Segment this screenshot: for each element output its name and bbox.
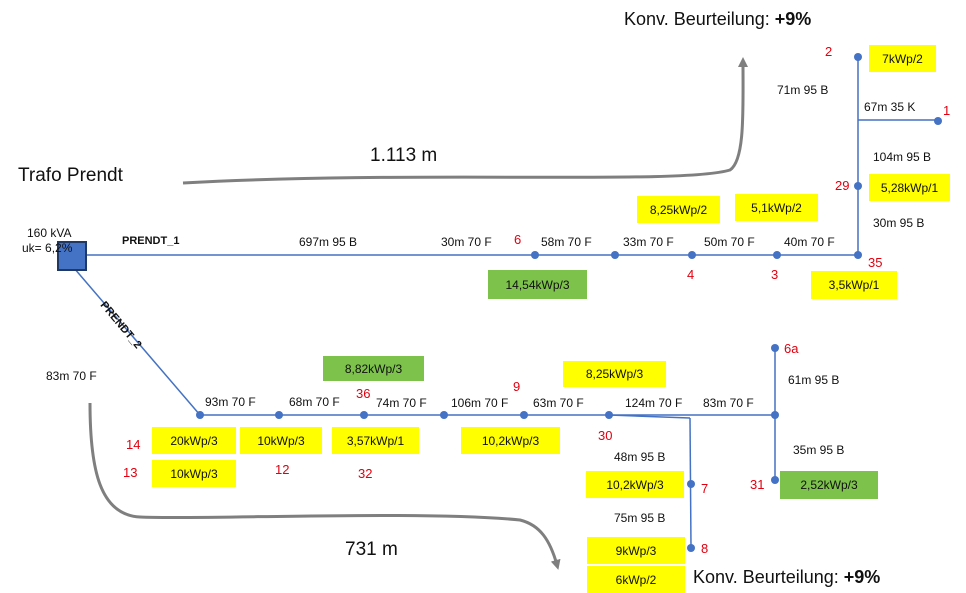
evaluation-top-label: Konv. Beurteilung:: [624, 9, 775, 29]
segment-label: 106m 70 F: [451, 396, 509, 410]
node-label: 4: [687, 267, 695, 282]
evaluation-top: Konv. Beurteilung: +9%: [624, 10, 811, 28]
pv-box: 8,25kWp/2: [637, 196, 720, 223]
node-label: 29: [835, 178, 850, 193]
node-label: 12: [275, 462, 290, 477]
node-label: 32: [358, 466, 373, 481]
node-label: 14: [126, 437, 141, 452]
node-4: [688, 251, 696, 259]
segment-label: 104m 95 B: [873, 150, 932, 164]
pv-box: 14,54kWp/3: [488, 270, 587, 299]
evaluation-bottom-label: Konv. Beurteilung:: [693, 567, 844, 587]
pv-box: 10,2kWp/3: [586, 471, 684, 498]
pv-box: 2,52kWp/3: [780, 471, 878, 499]
node-29: [854, 182, 862, 190]
evaluation-top-value: +9%: [774, 9, 812, 29]
segment-label: 35m 95 B: [793, 443, 845, 457]
node-6a: [771, 344, 779, 352]
pv-box: 7kWp/2: [869, 45, 936, 72]
distance-bottom: 731 m: [345, 539, 398, 560]
node-32: [440, 411, 448, 419]
node-points: [196, 53, 942, 552]
node-30: [605, 411, 613, 419]
node-label: 36: [356, 386, 371, 401]
node-8: [687, 544, 695, 552]
pv-box: 10,2kWp/3: [461, 427, 560, 454]
evaluation-bottom: Konv. Beurteilung: +9%: [693, 568, 880, 586]
segment-label: 67m 35 K: [864, 100, 916, 114]
segment-label: 68m 70 F: [289, 395, 340, 409]
feeder-label-1: PRENDT_1: [122, 235, 180, 247]
segment-label: 124m 70 F: [625, 396, 683, 410]
node-junction: [771, 411, 779, 419]
line-prendt2-diag: [73, 267, 201, 416]
segment-label: 33m 70 F: [623, 235, 674, 249]
trafo-rating: 160 kVA: [27, 226, 72, 240]
distance-arrow-top: [182, 57, 749, 185]
node-label: 31: [750, 477, 765, 492]
node-label: 8: [701, 541, 709, 556]
node-label: 2: [825, 44, 833, 59]
node-7: [687, 480, 695, 488]
line-branch-7-h: [608, 414, 691, 419]
node-label: 35: [868, 255, 883, 270]
pv-box: 10kWp/3: [152, 460, 236, 487]
segment-label: 697m 95 B: [299, 235, 358, 249]
segment-label: 83m 70 F: [46, 369, 97, 383]
node-14: [196, 411, 204, 419]
node-label: 6a: [784, 341, 799, 356]
node-label: 6: [514, 232, 522, 247]
segment-label: 74m 70 F: [376, 396, 427, 410]
node-35: [854, 251, 862, 259]
node-label: 9: [513, 379, 521, 394]
pv-box: 8,25kWp/3: [563, 361, 666, 387]
segment-label: 58m 70 F: [541, 235, 592, 249]
title-trafo: Trafo Prendt: [18, 165, 123, 186]
pv-box: 9kWp/3: [587, 537, 685, 564]
node-label: 7: [701, 481, 709, 496]
distance-arrow-bottom: [88, 402, 561, 570]
node-9: [520, 411, 528, 419]
pv-box: 8,82kWp/3: [323, 356, 424, 381]
node-2: [854, 53, 862, 61]
segment-label: 30m 95 B: [873, 216, 925, 230]
evaluation-bottom-value: +9%: [843, 567, 881, 587]
node-36: [360, 411, 368, 419]
node-mid: [611, 251, 619, 259]
pv-box: 5,1kWp/2: [735, 194, 818, 221]
pv-box: 3,57kWp/1: [332, 427, 419, 454]
node-3: [773, 251, 781, 259]
pv-box: 5,28kWp/1: [869, 174, 950, 201]
segment-label: 93m 70 F: [205, 395, 256, 409]
node-label: 1: [943, 103, 951, 118]
pv-box: 6kWp/2: [587, 566, 685, 593]
pv-box: 10kWp/3: [240, 427, 322, 454]
node-6: [531, 251, 539, 259]
cable-lines: [73, 57, 938, 549]
segment-label: 83m 70 F: [703, 396, 754, 410]
pv-box: 3,5kWp/1: [811, 271, 897, 299]
segment-label: 30m 70 F: [441, 235, 492, 249]
node-label: 13: [123, 465, 138, 480]
node-label: 3: [771, 267, 779, 282]
segment-label: 40m 70 F: [784, 235, 835, 249]
pv-box: 20kWp/3: [152, 427, 236, 454]
segment-label: 71m 95 B: [777, 83, 829, 97]
segment-label: 48m 95 B: [614, 450, 666, 464]
feeder-label-2: PRENDT_2: [97, 299, 144, 352]
segment-label: 61m 95 B: [788, 373, 840, 387]
node-12: [275, 411, 283, 419]
trafo-uk: uk= 6,2%: [22, 241, 73, 255]
segment-label: 50m 70 F: [704, 235, 755, 249]
segment-label: 63m 70 F: [533, 396, 584, 410]
node-31: [771, 476, 779, 484]
distance-top: 1.113 m: [370, 145, 438, 166]
transformer-symbol: [57, 241, 87, 271]
node-label: 30: [598, 428, 613, 443]
segment-label: 75m 95 B: [614, 511, 666, 525]
node-1: [934, 117, 942, 125]
